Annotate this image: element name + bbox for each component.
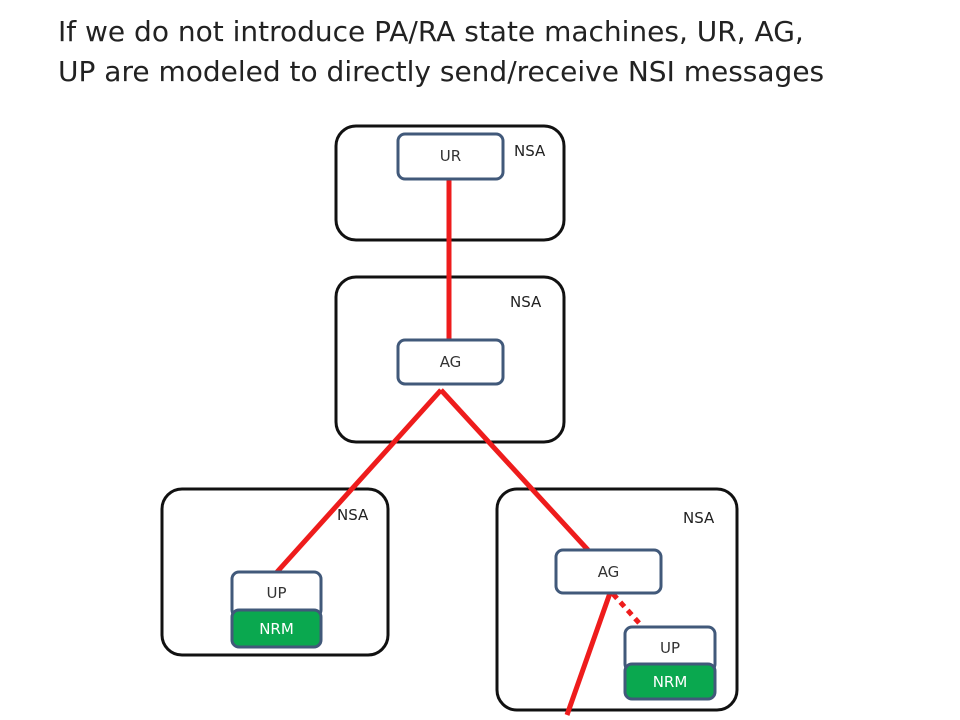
nrm-box-right [623,662,717,701]
title-line-2: UP are modeled to directly send/receive … [58,55,825,88]
nsa-label-right: NSA [683,509,715,527]
page-title: If we do not introduce PA/RA state machi… [58,12,938,92]
link-ag-external [564,592,613,716]
link-ag-left-up [275,388,443,574]
nrm-box-left [230,608,323,649]
nrm-label-left: NRM [259,620,294,638]
title-line-1: If we do not introduce PA/RA state machi… [58,15,804,48]
up-label-right: UP [660,639,680,657]
nsa-label-middle: NSA [510,293,542,311]
nsa-label-left: NSA [337,506,369,524]
link-ag-up-dotted [611,592,642,626]
ag-label-right: AG [598,563,620,581]
nrm-label-right: NRM [653,673,688,691]
link-ag-right-ag [439,388,590,552]
nsa-label-top: NSA [514,142,546,160]
ag-label-middle: AG [440,353,462,371]
up-label-left: UP [266,584,286,602]
ag-box-middle [396,338,505,386]
ur-box [396,132,505,181]
ur-label: UR [440,147,461,165]
ag-box-right [554,548,663,595]
